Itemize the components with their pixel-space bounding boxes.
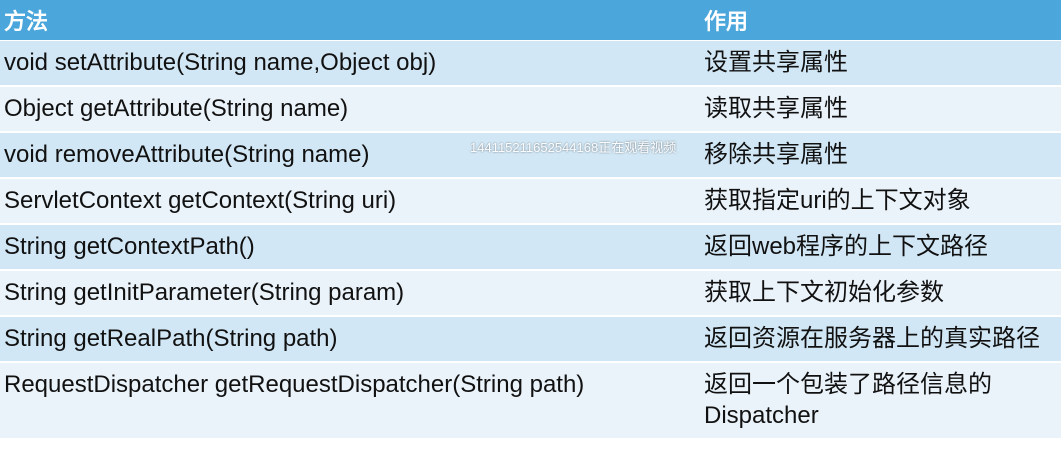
video-watermark: 144115211652544168正在观看视频 [470, 140, 677, 155]
method-cell: RequestDispatcher getRequestDispatcher(S… [0, 363, 700, 440]
table-header-row: 方法 作用 [0, 0, 1061, 41]
table-row: void removeAttribute(String name) 移除共享属性 [0, 133, 1061, 179]
effect-cell: 移除共享属性 [700, 133, 1061, 179]
method-cell: ServletContext getContext(String uri) [0, 179, 700, 225]
header-method: 方法 [0, 0, 700, 41]
effect-cell: 返回一个包装了路径信息的Dispatcher [700, 363, 1061, 440]
table-row: Object getAttribute(String name) 读取共享属性 [0, 87, 1061, 133]
method-cell: String getContextPath() [0, 225, 700, 271]
api-table: 方法 作用 void setAttribute(String name,Obje… [0, 0, 1061, 440]
method-cell: void setAttribute(String name,Object obj… [0, 41, 700, 87]
effect-cell: 返回web程序的上下文路径 [700, 225, 1061, 271]
table-row: ServletContext getContext(String uri) 获取… [0, 179, 1061, 225]
header-effect: 作用 [700, 0, 1061, 41]
table-row: void setAttribute(String name,Object obj… [0, 41, 1061, 87]
table-row: RequestDispatcher getRequestDispatcher(S… [0, 363, 1061, 440]
method-cell: Object getAttribute(String name) [0, 87, 700, 133]
effect-cell: 设置共享属性 [700, 41, 1061, 87]
table-row: String getContextPath() 返回web程序的上下文路径 [0, 225, 1061, 271]
effect-cell: 获取上下文初始化参数 [700, 271, 1061, 317]
method-cell: String getInitParameter(String param) [0, 271, 700, 317]
table-row: String getInitParameter(String param) 获取… [0, 271, 1061, 317]
effect-cell: 获取指定uri的上下文对象 [700, 179, 1061, 225]
method-cell: String getRealPath(String path) [0, 317, 700, 363]
table-row: String getRealPath(String path) 返回资源在服务器… [0, 317, 1061, 363]
method-cell: void removeAttribute(String name) [0, 133, 700, 179]
effect-cell: 返回资源在服务器上的真实路径 [700, 317, 1061, 363]
effect-cell: 读取共享属性 [700, 87, 1061, 133]
